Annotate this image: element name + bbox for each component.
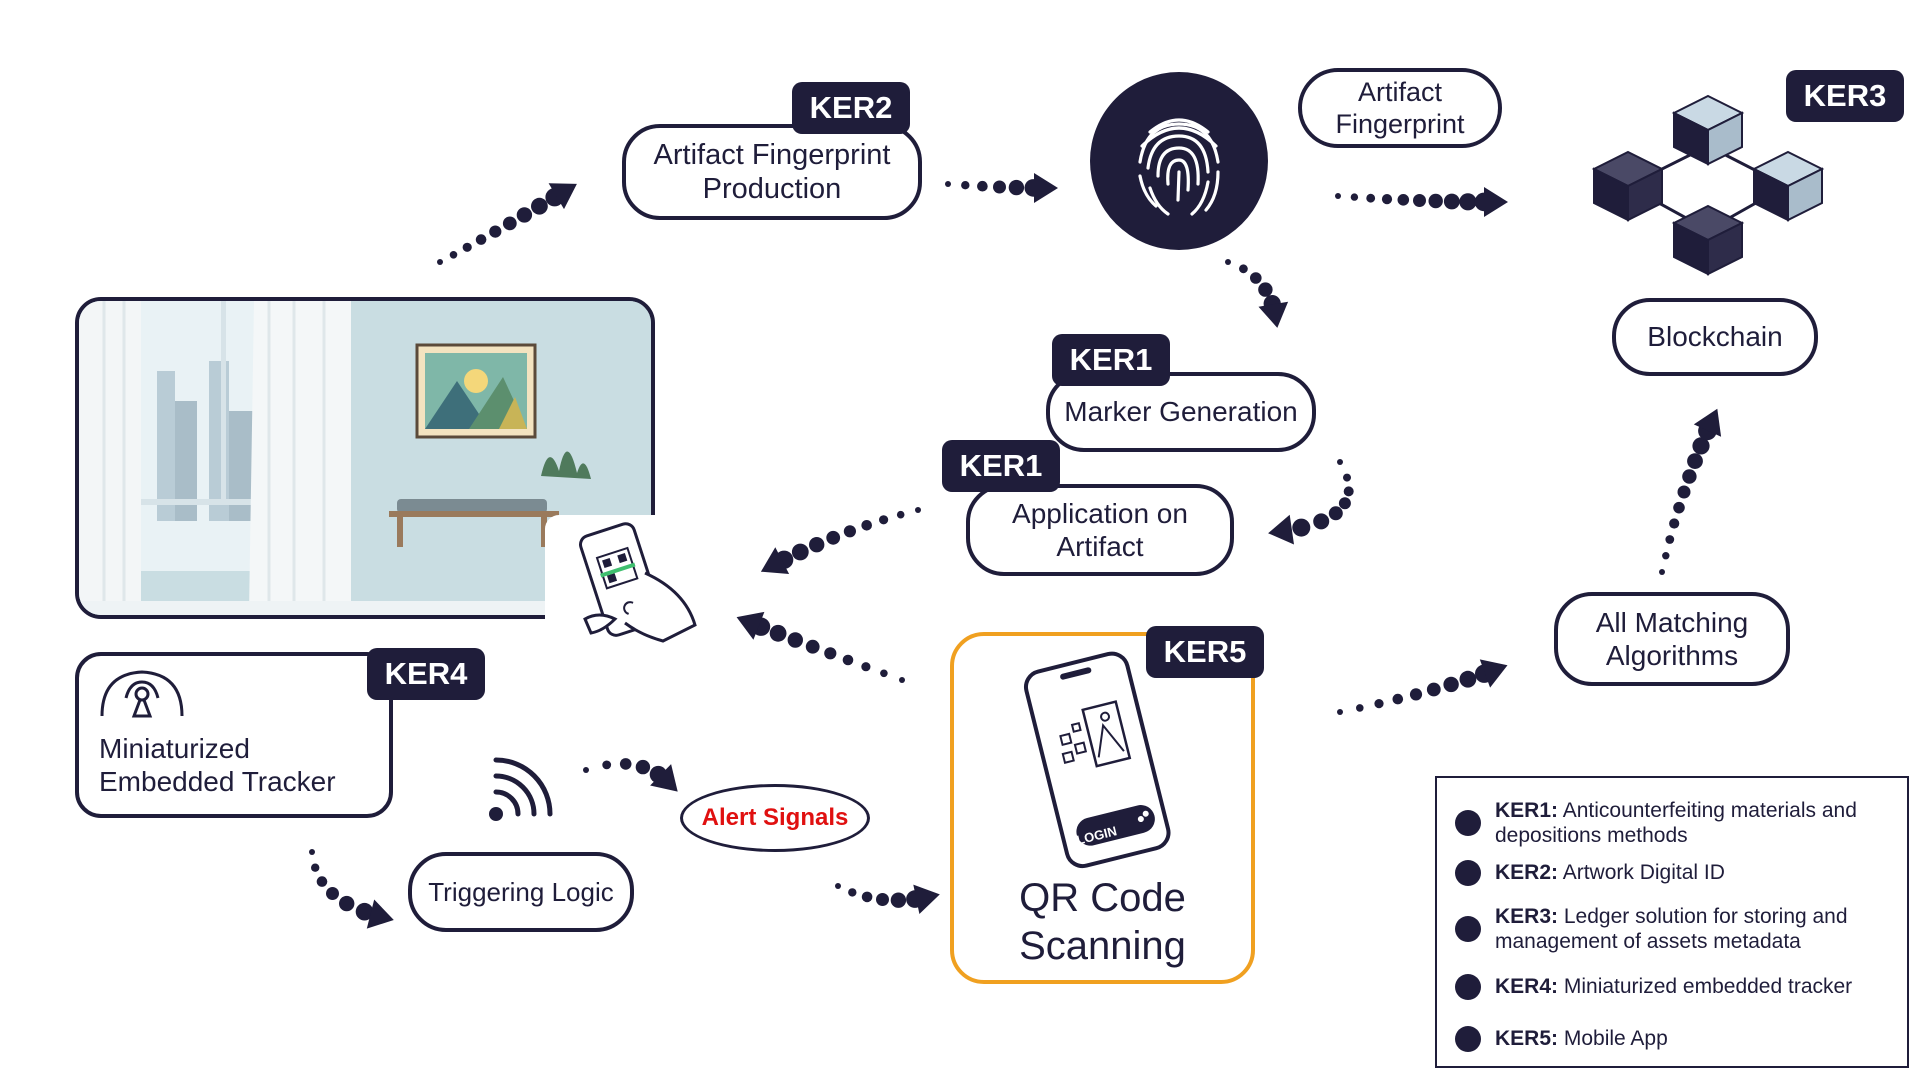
arrow-production-to-fingerprint (945, 173, 1058, 203)
arrow-application-to-phone (760, 507, 921, 574)
arrow-fingerprint-to-marker (1225, 259, 1289, 328)
legend-bullet (1455, 974, 1481, 1000)
badge-ker3: KER3 (1786, 70, 1904, 122)
legend-bullet (1455, 860, 1481, 886)
badge-ker2: KER2 (792, 82, 910, 134)
legend-text: KER4: Miniaturized embedded tracker (1495, 975, 1853, 999)
legend: KER1: Anticounterfeiting materials and d… (1435, 776, 1909, 1068)
badge-ker1-marker: KER1 (1052, 334, 1170, 386)
node-alert-signals: Alert Signals (680, 784, 870, 852)
arrow-qr-to-matching (1337, 659, 1508, 715)
legend-item: KER5: Mobile App (1455, 1026, 1897, 1052)
gallery-room-illustration (75, 297, 655, 619)
legend-bullet (1455, 810, 1481, 837)
arrow-alert-to-qr (835, 883, 940, 914)
legend-item: KER4: Miniaturized embedded tracker (1455, 974, 1897, 1000)
badge-ker1-application: KER1 (942, 440, 1060, 492)
legend-item: KER3: Ledger solution for storing and ma… (1455, 904, 1897, 954)
cube-right (1751, 150, 1825, 222)
legend-item: KER2: Artwork Digital ID (1455, 860, 1897, 886)
arrow-qr-to-phone (736, 611, 905, 683)
node-triggering-logic: Triggering Logic (408, 852, 634, 932)
cube-bottom (1671, 204, 1745, 276)
arrow-marker-to-application (1268, 459, 1354, 545)
cube-top (1671, 94, 1745, 166)
hand-phone-icon (545, 515, 715, 655)
badge-ker5: KER5 (1146, 626, 1264, 678)
node-all-matching-algorithms: All Matching Algorithms (1554, 592, 1790, 686)
legend-text: KER2: Artwork Digital ID (1495, 861, 1725, 885)
node-qr-code-scanning: LOGIN QR Code Scanning (950, 632, 1255, 984)
legend-item: KER1: Anticounterfeiting materials and d… (1455, 798, 1897, 848)
arrow-fingerprint-to-blockchain (1335, 187, 1508, 217)
node-blockchain: Blockchain (1612, 298, 1818, 376)
signal-waves-icon (482, 748, 562, 828)
qr-code-scanning-title: QR Code Scanning (1019, 876, 1186, 968)
badge-ker4: KER4 (367, 648, 485, 700)
legend-bullet (1455, 1026, 1481, 1052)
arrow-tracker-to-triggering (309, 849, 394, 929)
arrow-room-to-fingerprint-production (437, 183, 577, 265)
node-miniaturized-embedded-tracker: Miniaturized Embedded Tracker (75, 652, 393, 818)
node-artifact-fingerprint: Artifact Fingerprint (1298, 68, 1502, 148)
blockchain-cubes-icon (1590, 90, 1840, 280)
legend-text: KER5: Mobile App (1495, 1027, 1668, 1051)
arrow-signal-to-alert (583, 758, 678, 792)
node-application-on-artifact: Application on Artifact (966, 484, 1234, 576)
legend-text: KER3: Ledger solution for storing and ma… (1495, 905, 1848, 954)
legend-text: KER1: Anticounterfeiting materials and d… (1495, 799, 1857, 848)
node-artifact-fingerprint-production: Artifact Fingerprint Production (622, 124, 922, 220)
cube-left (1591, 150, 1665, 222)
phone-qr-icon: LOGIN (1012, 648, 1182, 878)
room-scene (79, 301, 651, 615)
antenna-icon (92, 660, 192, 720)
arrow-matching-to-blockchain (1659, 408, 1722, 575)
legend-bullet (1455, 916, 1481, 943)
fingerprint-icon (1090, 72, 1268, 250)
